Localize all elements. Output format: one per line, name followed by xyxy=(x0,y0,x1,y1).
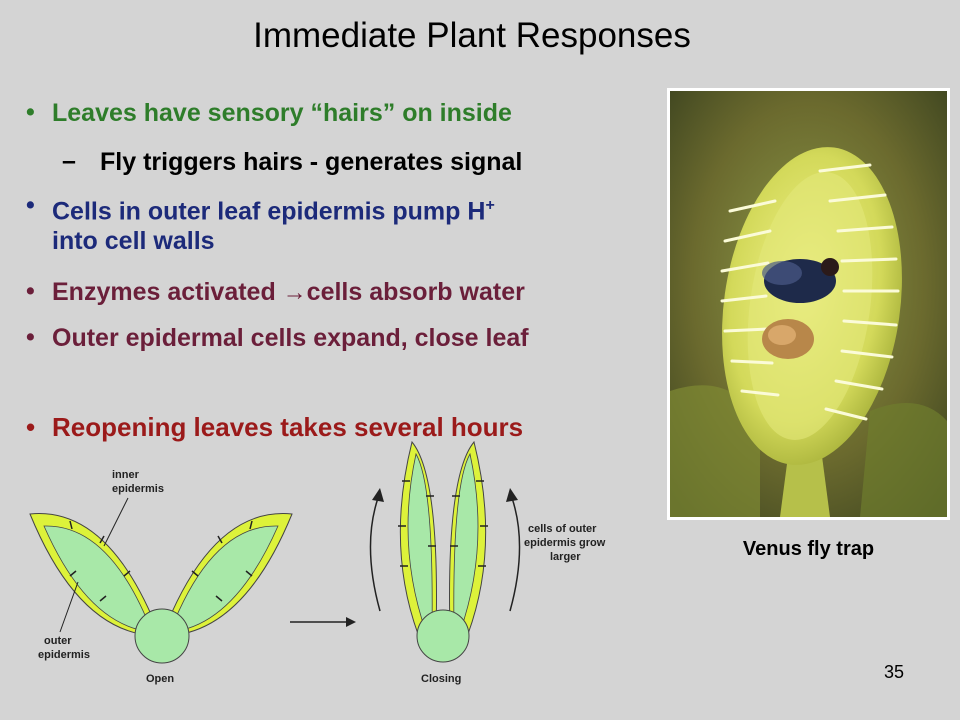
label-outer: outer xyxy=(44,635,72,647)
superscript-plus: + xyxy=(485,197,495,214)
bullet-text-part: Cells in outer leaf epidermis pump H xyxy=(52,197,486,226)
label-epidermis-grow: epidermis grow xyxy=(524,537,606,549)
closing-leaf-right-lobe xyxy=(449,440,488,635)
bullet-text: Cells in outer leaf epidermis pump H+ int… xyxy=(52,191,652,256)
bullet-text: Reopening leaves takes several hours xyxy=(52,412,524,442)
open-leaf-left-lobe xyxy=(29,513,161,637)
arrow-right-icon: → xyxy=(282,279,307,306)
closing-leaf-base xyxy=(416,609,470,663)
open-leaf-base xyxy=(134,608,190,664)
venus-fly-trap-image xyxy=(670,91,947,517)
label-epidermis: epidermis xyxy=(38,649,90,661)
bullet-marker: • xyxy=(26,98,35,126)
label-larger: larger xyxy=(550,551,581,563)
bullet-marker: • xyxy=(26,277,35,305)
bullet-text-part: cells absorb water xyxy=(306,278,525,306)
bullet-marker: • xyxy=(26,412,36,442)
closing-leaf-left-lobe xyxy=(398,440,437,635)
bullet-text: Outer epidermal cells expand, close leaf xyxy=(52,324,529,352)
slide-title: Immediate Plant Responses xyxy=(253,16,691,55)
bullet-text: Enzymes activated →cells absorb water xyxy=(52,277,525,308)
bullet-text: Leaves have sensory “hairs” on inside xyxy=(52,99,512,127)
transition-arrow-icon xyxy=(290,617,356,627)
bullet-text-part: into cell walls xyxy=(52,227,215,256)
leaf-closing-diagram: inner epidermis outer epidermis Open xyxy=(29,440,606,685)
venus-fly-trap-photo xyxy=(667,88,950,520)
bullet-text-part: Enzymes activated xyxy=(52,278,283,306)
fly-shape xyxy=(762,258,839,359)
label-open: Open xyxy=(146,673,174,685)
curved-arrow-left-icon xyxy=(369,488,384,612)
bullet-marker: • xyxy=(26,323,35,351)
bullet-text: Fly triggers hairs - generates signal xyxy=(100,148,523,176)
label-closing: Closing xyxy=(421,673,461,685)
label-inner: inner xyxy=(112,469,140,481)
bullet-marker: • xyxy=(26,191,35,219)
bullet-marker: – xyxy=(62,147,76,175)
photo-caption: Venus fly trap xyxy=(742,538,875,560)
label-cells-of-outer: cells of outer xyxy=(528,523,597,535)
curved-arrow-right-icon xyxy=(506,488,521,612)
page-number: 35 xyxy=(883,662,904,682)
label-epidermis: epidermis xyxy=(112,483,164,495)
